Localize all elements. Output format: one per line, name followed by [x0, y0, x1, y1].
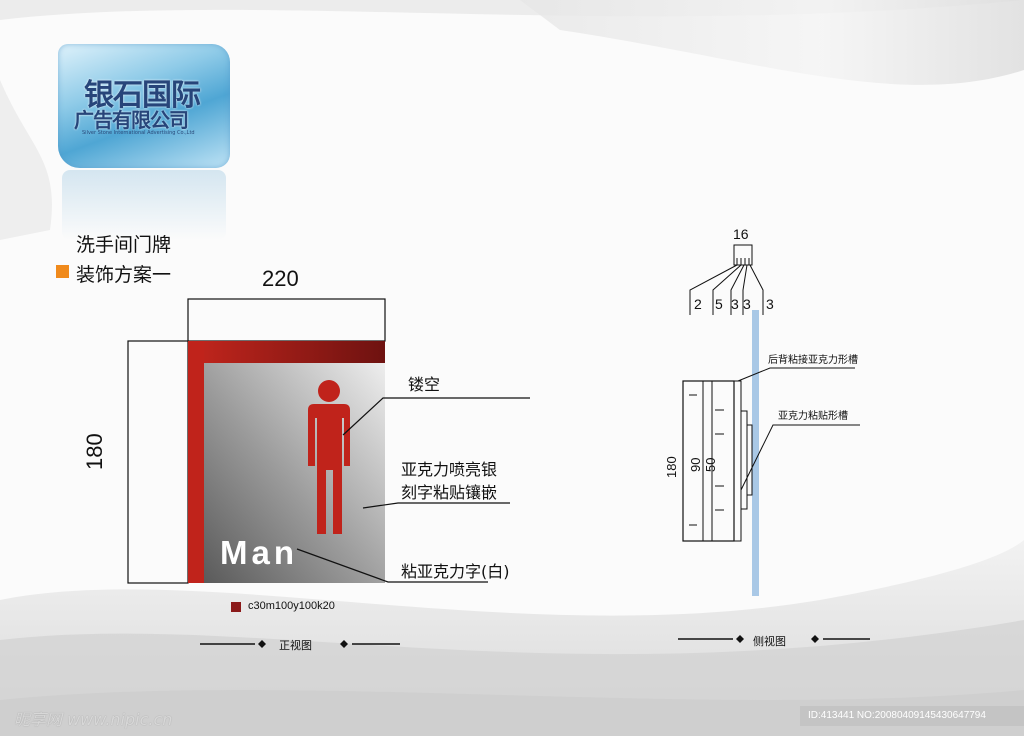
leader-acrylic: [362, 502, 510, 509]
side-sub-dim-2: 5: [715, 296, 723, 312]
leader-back-groove: [737, 367, 855, 382]
man-pictogram-icon: [308, 380, 350, 534]
side-sub-dim-5: 3: [766, 296, 774, 312]
front-height-dimension: 180: [82, 433, 107, 470]
side-inner-dim-1: 90: [688, 457, 703, 472]
color-swatch: [231, 602, 241, 612]
side-height-dimension: 180: [664, 456, 679, 478]
title-line-2: 装饰方案一: [76, 264, 172, 286]
callout-front-groove: 亚克力粘贴形槽: [778, 411, 848, 422]
callout-acrylic-line-2: 刻字粘贴镶嵌: [401, 483, 498, 502]
side-sub-dim-4: 3: [743, 296, 751, 312]
side-inner-dim-2: 50: [703, 457, 718, 472]
callout-back-groove: 后背粘接亚克力形槽: [768, 355, 858, 366]
sign-panel: [204, 363, 385, 583]
callout-white-letters: 粘亚克力字(白): [401, 562, 510, 581]
front-view-caption: 正视图: [279, 639, 312, 652]
logo-reflection: [62, 170, 226, 240]
site-watermark: 昵享网 www.nipic.cn: [14, 710, 173, 729]
logo-line-1: 银石国际: [84, 78, 201, 113]
glass-wall: [752, 310, 759, 596]
callout-hollow: 镂空: [408, 375, 441, 394]
leader-white-letters: [296, 548, 488, 583]
title-marker: [56, 265, 69, 278]
side-sub-dim-1: 2: [694, 296, 702, 312]
side-sub-dim-3: 3: [731, 296, 739, 312]
color-code: c30m100y100k20: [248, 600, 335, 612]
company-logo: [58, 44, 230, 168]
sign-top-border: [188, 341, 385, 363]
image-id-text: ID:413441 NO:20080409145430647794: [808, 710, 986, 721]
side-view-caption: 侧视图: [753, 635, 786, 648]
leader-front-groove: [740, 424, 860, 491]
title-line-1: 洗手间门牌: [76, 234, 172, 256]
sign-left-border: [188, 341, 204, 583]
front-width-dimension: 220: [262, 266, 299, 291]
leader-hollow: [342, 397, 530, 436]
logo-line-2: 广告有限公司: [74, 108, 189, 132]
callout-acrylic-line-1: 亚克力喷亮银: [401, 460, 498, 479]
sign-man-text: Man: [220, 534, 298, 571]
logo-line-3: Silver Stone International Advertising C…: [82, 130, 195, 136]
side-top-dimension: 16: [733, 226, 749, 242]
